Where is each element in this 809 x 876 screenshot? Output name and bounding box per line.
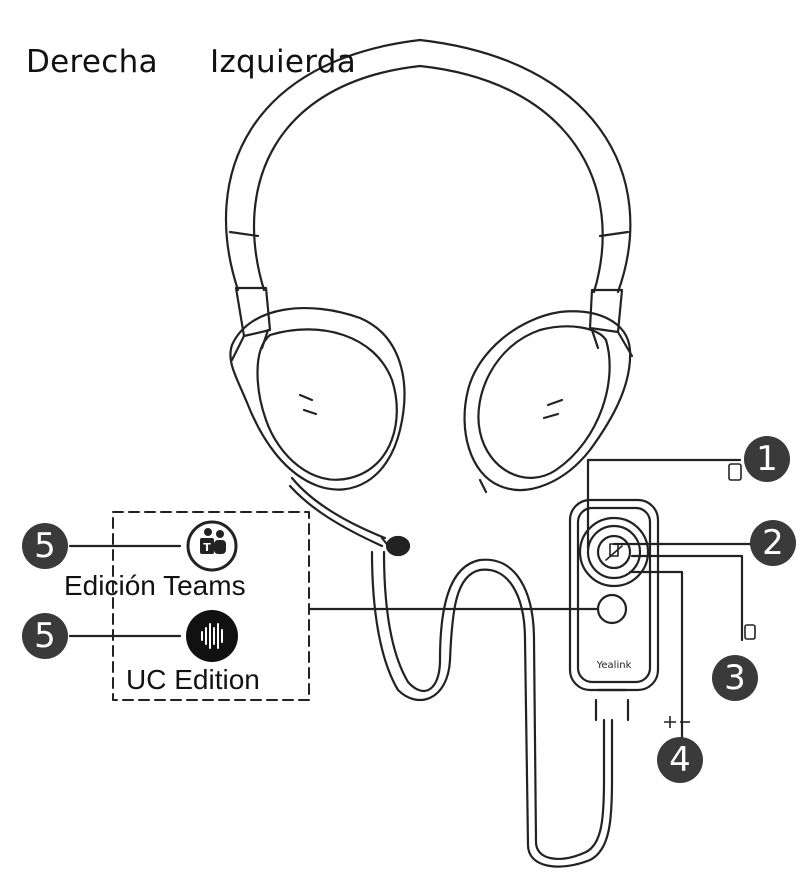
phone-icon	[728, 463, 742, 481]
callout-2: 2	[750, 520, 796, 566]
leader-3	[630, 554, 744, 642]
earcup-right	[229, 307, 411, 557]
edition-box	[112, 511, 310, 701]
callout-5-uc: 5	[22, 613, 68, 659]
uc-edition-label: UC Edition	[126, 664, 260, 695]
teams-edition-label: Edición Teams	[64, 570, 246, 601]
callout-3: 3	[712, 655, 758, 701]
right-side-label: Derecha	[26, 44, 158, 80]
hinge-left	[588, 288, 634, 358]
leader-4	[628, 570, 684, 742]
phone-hangup-icon	[744, 624, 756, 640]
volume-plus-minus-icon	[664, 716, 690, 728]
callout-1: 1	[744, 436, 790, 482]
leader-1	[586, 458, 742, 550]
cable	[370, 550, 614, 868]
left-side-label: Izquierda	[210, 44, 356, 80]
hinge-right	[230, 286, 272, 362]
svg-text:T: T	[203, 541, 211, 554]
earcup-left	[463, 310, 632, 494]
controller	[568, 498, 660, 722]
teams-logo-icon: T	[186, 520, 238, 572]
brand-label: Yealink	[596, 660, 632, 671]
voice-wave-icon	[186, 610, 238, 662]
callout-5-teams: 5	[22, 523, 68, 569]
callout-4: 4	[657, 737, 703, 783]
headband	[224, 38, 632, 294]
